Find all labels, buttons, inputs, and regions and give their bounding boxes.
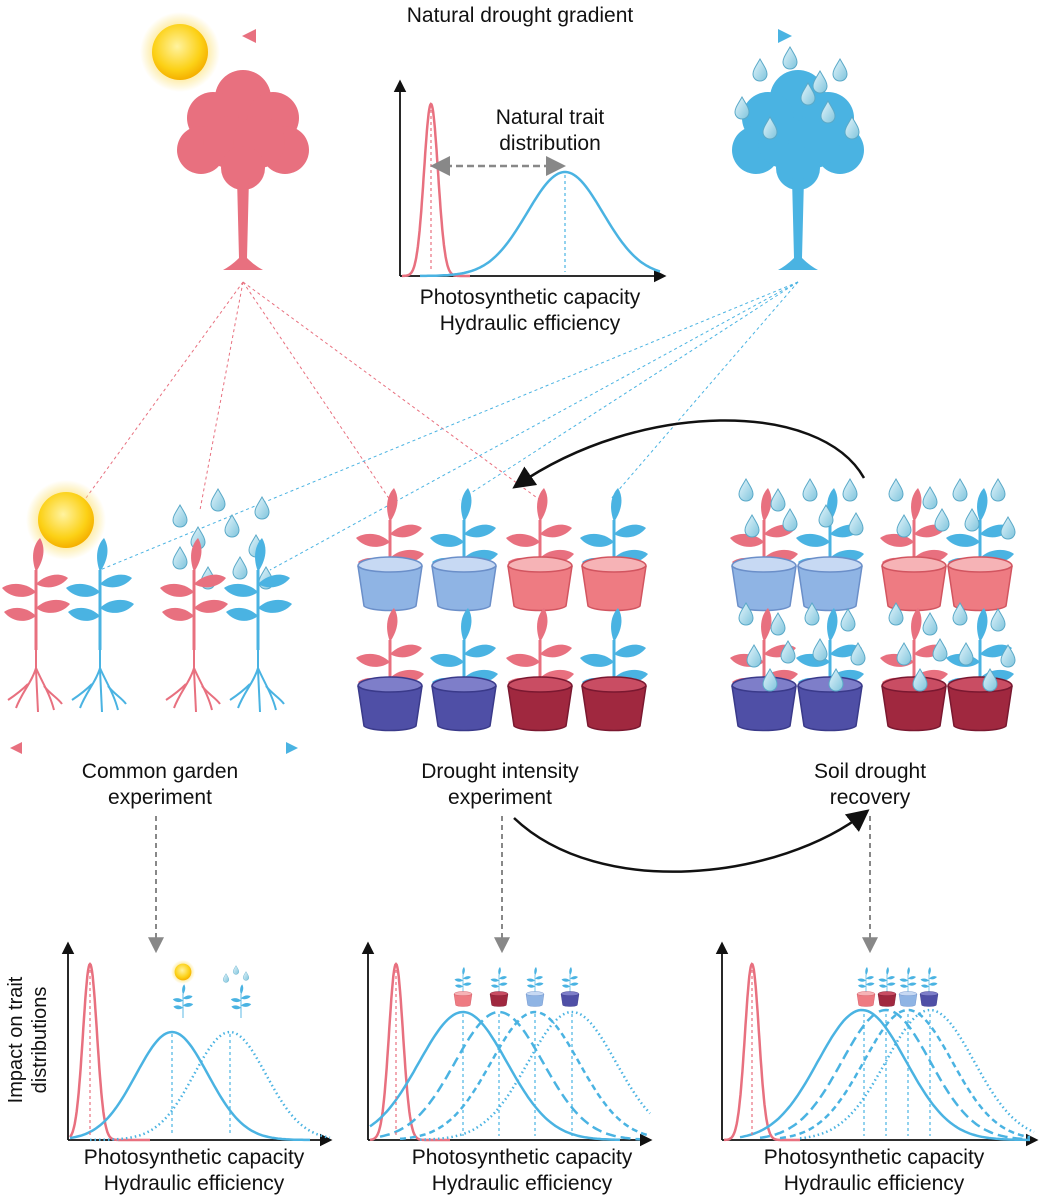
potted-plant-icon	[898, 991, 918, 1007]
potted-plant-icon	[797, 556, 863, 612]
panel3-axis-line1: Photosynthetic capacity	[763, 1146, 985, 1169]
recovery-curve-1	[739, 1008, 1030, 1142]
water-drop-icon	[232, 556, 248, 580]
natural-panel-axis-line2: Hydraulic efficiency	[439, 312, 621, 335]
gradient-label: Natural drought gradient	[406, 4, 634, 27]
water-drop-icon	[812, 70, 828, 94]
natural-panel-title-line2: distribution	[499, 132, 601, 155]
intensity-curve-1	[369, 1010, 621, 1142]
dry-garden-curve	[69, 1030, 310, 1142]
intensity-curve-3	[399, 1010, 651, 1141]
potted-plant-icon	[453, 991, 473, 1007]
water-drop-icon	[242, 971, 250, 981]
water-drop-icon	[172, 504, 188, 528]
seedling-icon	[857, 966, 875, 996]
potted-plant-icon	[581, 676, 647, 732]
recovery-curve-3	[779, 1008, 1031, 1140]
panel1-axis-line2: Hydraulic efficiency	[103, 1172, 285, 1195]
common-garden-label-line2: experiment	[108, 786, 212, 809]
panel2-axis-line2: Hydraulic efficiency	[431, 1172, 613, 1195]
potted-plant-icon	[877, 991, 897, 1007]
sun-icon	[140, 12, 220, 92]
seedling-icon	[526, 966, 544, 996]
water-drop-icon	[172, 546, 188, 570]
dry-distribution-curve	[69, 962, 150, 1142]
water-drop-icon	[782, 46, 798, 70]
natural-panel-axis-line1: Photosynthetic capacity	[419, 286, 641, 309]
intensity-curve-2	[379, 1010, 641, 1141]
potted-plant-icon	[431, 676, 497, 732]
seedling-icon	[222, 536, 294, 652]
connector-lines-dry	[69, 281, 541, 521]
potted-plant-icon	[525, 991, 545, 1007]
panel2-axis-line1: Photosynthetic capacity	[411, 1146, 633, 1169]
water-drop-icon	[224, 514, 240, 538]
tree-icon	[177, 70, 309, 270]
impact-panel-common-garden	[61, 941, 333, 1147]
tree-icon	[732, 70, 864, 270]
water-drop-icon	[254, 496, 270, 520]
seedling-icon	[454, 966, 472, 996]
water-drop-icon	[232, 965, 240, 975]
seedling-icon	[172, 983, 194, 1019]
dry-distribution-curve	[369, 962, 450, 1142]
intensity-to-recovery-arrow	[513, 809, 870, 873]
potted-plant-icon	[357, 676, 423, 732]
natural-panel-title-line1: Natural trait	[495, 106, 605, 129]
drought-intensity-pots	[354, 486, 650, 732]
seedling-icon	[920, 966, 938, 996]
wet-garden-curve	[90, 1030, 331, 1142]
seedling-icon	[158, 536, 230, 652]
impact-ylabel-line1: Impact on trait	[5, 976, 27, 1104]
dry-distribution-curve	[402, 102, 470, 278]
panel3-axis-line2: Hydraulic efficiency	[783, 1172, 965, 1195]
gradient-arrowhead-left	[242, 29, 256, 43]
common-garden-label-line1: Common garden	[81, 760, 239, 783]
water-drop-icon	[832, 58, 848, 82]
potted-plant-icon	[947, 556, 1013, 612]
soil-recovery-label-line1: Soil drought	[813, 760, 927, 783]
seedling-icon	[561, 966, 579, 996]
panel1-axis-line1: Photosynthetic capacity	[83, 1146, 305, 1169]
potted-plant-icon	[507, 676, 573, 732]
recovery-curve-4	[799, 1008, 1035, 1140]
seedling-icon	[878, 966, 896, 996]
potted-plant-icon	[560, 991, 580, 1007]
water-drop-icon	[734, 96, 750, 120]
water-drop-icon	[210, 488, 226, 512]
potted-plant-icon	[881, 556, 947, 612]
common-garden-plants	[0, 480, 294, 713]
potted-plant-icon	[507, 556, 573, 612]
potted-plant-icon	[489, 991, 509, 1007]
impact-panel-drought-intensity	[361, 941, 653, 1147]
impact-ylabel-line2: distributions	[29, 986, 51, 1094]
potted-plant-icon	[919, 991, 939, 1007]
drought-intensity-label-line1: Drought intensity	[421, 760, 579, 783]
recovery-curve-2	[759, 1008, 1031, 1141]
gradient-arrowhead-right	[778, 29, 792, 43]
drought-intensity-label-line2: experiment	[448, 786, 552, 809]
connector-lines-wet	[99, 281, 799, 571]
potted-plant-icon	[731, 556, 797, 612]
soil-recovery-label-line2: recovery	[829, 786, 911, 809]
water-drop-icon	[222, 973, 230, 983]
impact-panel-soil-recovery	[715, 941, 1039, 1147]
dry-distribution-curve	[724, 962, 800, 1142]
potted-plant-icon	[431, 556, 497, 612]
potted-plant-icon	[357, 556, 423, 612]
wet-distribution-curve	[420, 170, 661, 278]
soil-recovery-pots	[728, 478, 1016, 732]
water-drop-icon	[752, 58, 768, 82]
recovery-to-intensity-arrow	[512, 419, 866, 489]
seedling-icon	[899, 966, 917, 996]
seedling-icon	[230, 983, 252, 1019]
sun-icon	[171, 960, 195, 984]
seedling-icon	[490, 966, 508, 996]
potted-plant-icon	[947, 676, 1013, 732]
natural-distribution-panel	[393, 79, 667, 283]
potted-plant-icon	[856, 991, 876, 1007]
potted-plant-icon	[581, 556, 647, 612]
